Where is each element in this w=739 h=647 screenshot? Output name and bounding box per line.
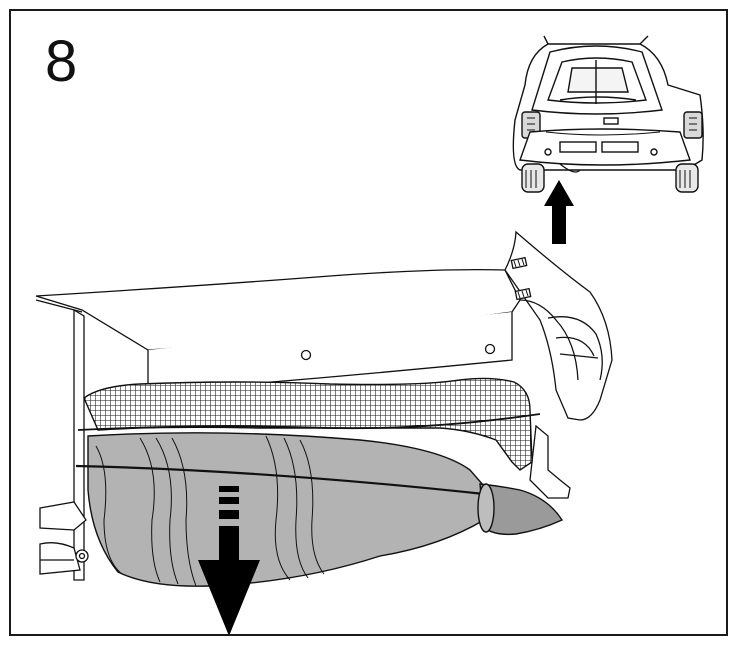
step-number: 8 [45, 29, 78, 94]
arrow-down-icon [198, 486, 260, 634]
arrow-up-icon [544, 180, 574, 244]
heat-shield-mesh [77, 377, 541, 471]
underbody-panel [35, 230, 613, 581]
vehicle-rear-view [512, 35, 704, 193]
muffler [75, 432, 564, 587]
